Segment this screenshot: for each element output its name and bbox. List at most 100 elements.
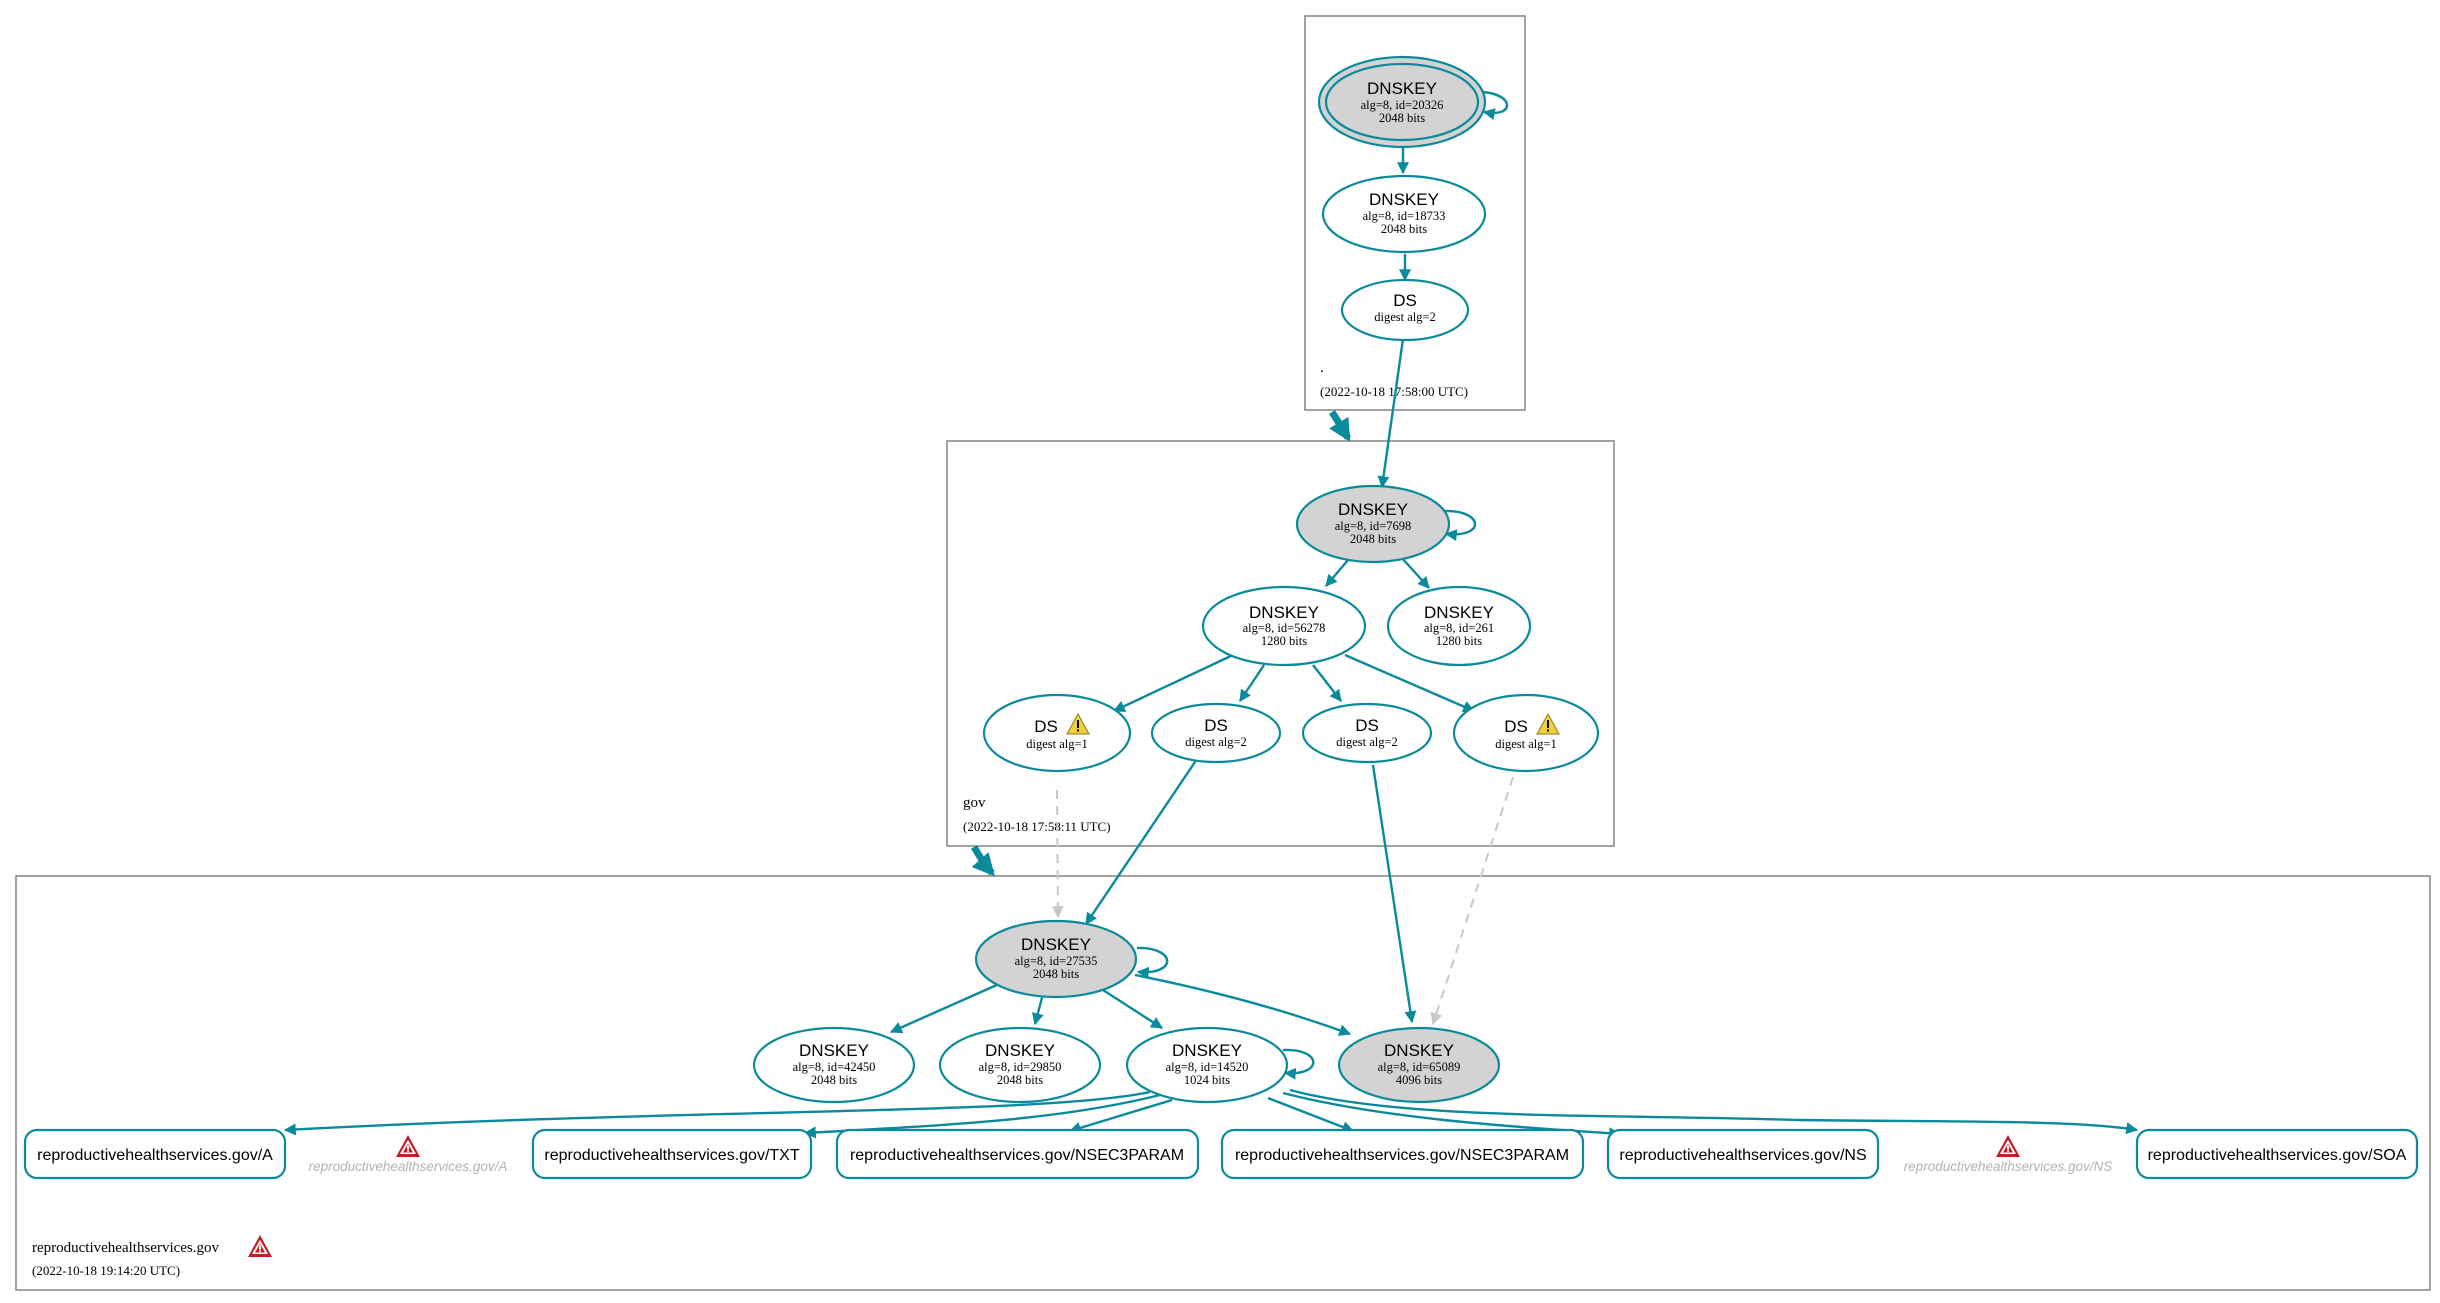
dnskey-node-261[interactable]: DNSKEY alg=8, id=261 1280 bits [1386,585,1532,667]
rrset-label: reproductivehealthservices.gov/SOA [2148,1147,2407,1164]
node-detail: 1024 bits [1184,1073,1230,1087]
rrset-label: reproductivehealthservices.gov/NS [1619,1147,1866,1164]
edge-gov-ksk-to-zsk2 [1401,557,1430,589]
zone-gov-box [946,440,1615,847]
node-detail: 4096 bits [1396,1073,1442,1087]
zone-gov-timestamp: (2022-10-18 17:58:11 UTC) [963,819,1111,834]
zone-root: . (2022-10-18 17:58:00 UTC) [1304,15,1526,411]
ds-node-gov-4[interactable]: DS digest alg=1 [1452,693,1600,773]
node-detail: alg=8, id=14520 [1166,1060,1249,1074]
zone-gov-name: gov [963,795,986,811]
zone-rhs-timestamp: (2022-10-18 19:14:20 UTC) [32,1263,180,1278]
node-title: DNSKEY [799,1041,869,1060]
warning-triangle-icon [1536,712,1560,735]
edge-rhs-ksk-self [1136,946,1169,979]
error-triangle-icon [1996,1135,2020,1157]
node-detail: 2048 bits [1033,967,1079,981]
dnskey-node-20326[interactable]: DNSKEY alg=8, id=20326 2048 bits [1317,55,1487,149]
rrset-ns[interactable]: reproductivehealthservices.gov/NS [1606,1128,1880,1180]
edge-rhs-ksk-to-k2 [889,982,1000,1034]
edge-gov-ds2-to-rhs-ksk [1085,758,1198,925]
node-title: DNSKEY [1384,1041,1454,1060]
edge-gov-ds4-to-rhs-k5 [1430,776,1514,1026]
warning-triangle-icon [1066,712,1090,735]
node-detail: alg=8, id=18733 [1363,209,1446,223]
dnskey-node-42450[interactable]: DNSKEY alg=8, id=42450 2048 bits [752,1026,916,1104]
node-title: DNSKEY [1249,603,1319,622]
node-title: DS [1034,717,1058,736]
node-detail: alg=8, id=29850 [979,1060,1062,1074]
node-detail: digest alg=2 [1374,310,1436,324]
node-detail: 1280 bits [1436,634,1482,648]
node-detail: 2048 bits [1350,532,1396,546]
error-triangle-icon [396,1135,420,1157]
zone-root-name: . [1320,360,1324,376]
dnskey-node-29850[interactable]: DNSKEY alg=8, id=29850 2048 bits [938,1026,1102,1104]
delegation-gov-to-rhs [970,845,995,877]
ds-node-gov-1[interactable]: DS digest alg=1 [982,693,1132,773]
rrset-ghost-label: reproductivehealthservices.gov/A [309,1159,508,1174]
rrset-ns-missing: reproductivehealthservices.gov/NS [1904,1135,2112,1174]
dnskey-node-65089[interactable]: DNSKEY alg=8, id=65089 4096 bits [1337,1026,1501,1104]
zone-rhs-name: reproductivehealthservices.gov [32,1240,220,1256]
error-triangle-icon [248,1235,272,1257]
edge-gov-ksk-self [1443,509,1477,542]
edge-rhs-ksk-to-k3 [1031,993,1045,1026]
edge-gov-ds1-to-rhs-ksk [1051,789,1064,919]
zone-reproductivehealthservices: reproductivehealthservices.gov (2022-10-… [15,875,2431,1291]
rrset-soa[interactable]: reproductivehealthservices.gov/SOA [2135,1128,2419,1180]
dnskey-node-56278[interactable]: DNSKEY alg=8, id=56278 1280 bits [1201,585,1367,667]
node-title: DS [1204,716,1228,735]
zone-root-timestamp: (2022-10-18 17:58:00 UTC) [1320,384,1468,399]
ds-node-root[interactable]: DS digest alg=2 [1340,278,1470,342]
node-detail: alg=8, id=56278 [1243,621,1326,635]
dnskey-node-7698[interactable]: DNSKEY alg=8, id=7698 2048 bits [1295,484,1451,564]
rrset-label: reproductivehealthservices.gov/NSEC3PARA… [1235,1147,1569,1164]
node-title: DS [1504,717,1528,736]
node-detail: digest alg=2 [1336,735,1398,749]
zone-rhs-box [15,875,2431,1291]
edge-rhs-ksk-to-k5 [1134,973,1352,1036]
node-detail: alg=8, id=7698 [1335,519,1412,533]
edge-rhs-zsk-to-nsec1 [1068,1098,1173,1134]
zone-gov: gov (2022-10-18 17:58:11 UTC) [946,440,1615,847]
edge-rhs-ksk-to-zsk [1102,988,1164,1030]
node-detail: 1280 bits [1261,634,1307,648]
node-title: DNSKEY [1021,935,1091,954]
node-detail: digest alg=2 [1185,735,1247,749]
edge-gov-zsk1-to-ds4 [1344,653,1476,713]
node-title: DNSKEY [1338,500,1408,519]
rrset-label: reproductivehealthservices.gov/NSEC3PARA… [850,1147,1184,1164]
dnskey-node-27535[interactable]: DNSKEY alg=8, id=27535 2048 bits [974,919,1138,999]
node-detail: 2048 bits [1381,222,1427,236]
edge-rhs-zsk-to-a [283,1090,1151,1136]
node-detail: 2048 bits [811,1073,857,1087]
ds-node-gov-2[interactable]: DS digest alg=2 [1150,702,1282,764]
node-title: DS [1355,716,1379,735]
node-detail: 2048 bits [1379,111,1425,125]
ds-node-gov-3[interactable]: DS digest alg=2 [1301,702,1433,764]
edge-gov-zsk1-to-ds1 [1112,653,1234,713]
rrset-txt[interactable]: reproductivehealthservices.gov/TXT [531,1128,813,1180]
node-title: DNSKEY [1172,1041,1242,1060]
edge-gov-ds3-to-rhs-k5 [1371,764,1417,1024]
rrset-label: reproductivehealthservices.gov/TXT [544,1147,799,1164]
dnskey-node-14520[interactable]: DNSKEY alg=8, id=14520 1024 bits [1125,1026,1289,1104]
node-detail: alg=8, id=42450 [793,1060,876,1074]
node-detail: alg=8, id=261 [1424,621,1494,635]
edge-gov-zsk1-to-ds2 [1239,664,1265,702]
rrset-nsec3param-2[interactable]: reproductivehealthservices.gov/NSEC3PARA… [1220,1128,1585,1180]
edge-gov-zsk1-to-ds3 [1312,664,1342,702]
node-detail: alg=8, id=20326 [1361,98,1444,112]
edge-gov-ksk-to-zsk1 [1325,559,1349,587]
node-detail: digest alg=1 [1495,737,1557,751]
rrset-a[interactable]: reproductivehealthservices.gov/A [23,1128,287,1180]
node-title: DS [1393,291,1417,310]
dnskey-node-18733[interactable]: DNSKEY alg=8, id=18733 2048 bits [1321,174,1487,254]
edge-rhs-zsk-to-soa [1289,1088,2139,1135]
rrset-nsec3param-1[interactable]: reproductivehealthservices.gov/NSEC3PARA… [835,1128,1200,1180]
node-detail: 2048 bits [997,1073,1043,1087]
node-detail: digest alg=1 [1026,737,1088,751]
edge-root-ksk-self [1481,90,1509,120]
